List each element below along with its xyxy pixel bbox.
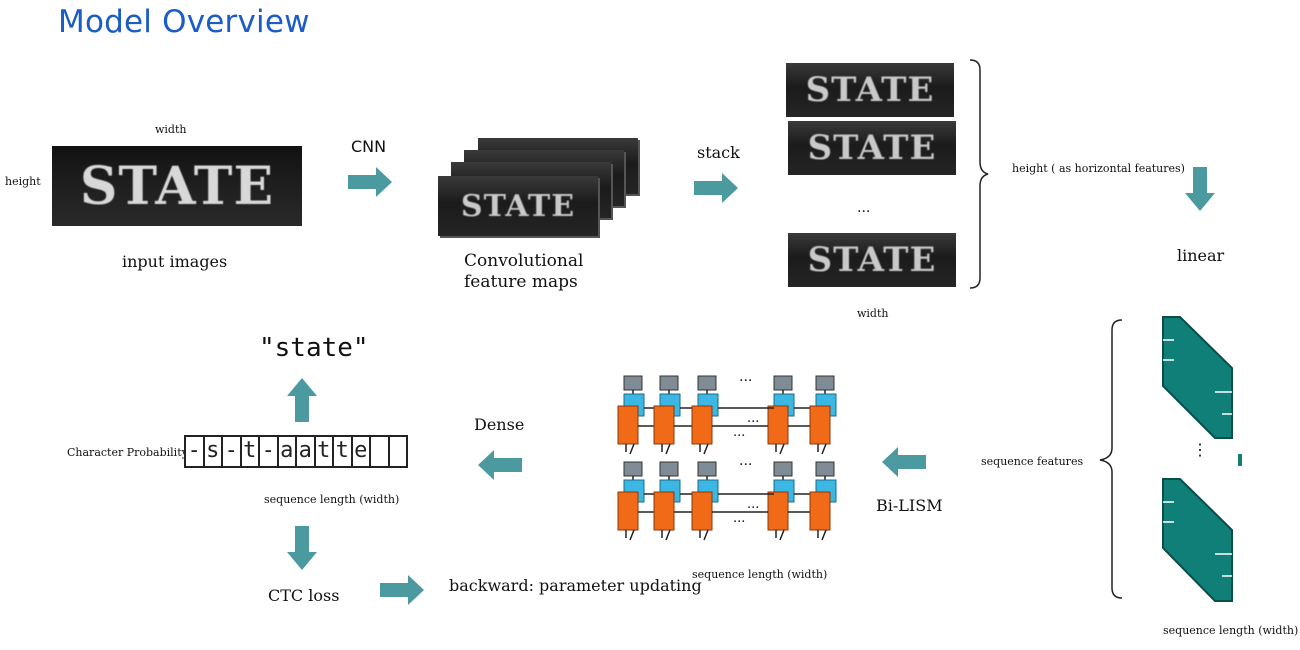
lstm-ellipsis: ... [747, 411, 759, 426]
prob-cell: a [276, 435, 297, 468]
prob-cell: - [258, 435, 279, 468]
sequence-length-label: sequence length (width) [1163, 624, 1299, 637]
prob-cell: - [184, 435, 205, 468]
input-width-label: width [155, 123, 187, 136]
dense-label: Dense [474, 415, 525, 434]
arrow-left-icon [882, 447, 926, 477]
lstm-forward-cell [653, 491, 675, 531]
lstm-forward-cell [767, 405, 789, 445]
lstm-output-node [815, 461, 835, 477]
lstm-forward-cell [767, 491, 789, 531]
stack-brace-label: height ( as horizontal features) [1012, 162, 1185, 175]
backward-label: backward: parameter updating [449, 576, 702, 595]
lstm-forward-cell [653, 405, 675, 445]
sequence-ellipsis: ⋮ [1192, 440, 1208, 459]
arrow-down-icon [287, 526, 317, 570]
lstm-forward-cell [809, 491, 831, 531]
prob-cell: t [239, 435, 260, 468]
lstm-forward-cell [691, 491, 713, 531]
bilstm-ellipsis-mid: ... [739, 453, 753, 469]
feature-map: STATE [438, 176, 598, 236]
stack-label: stack [697, 143, 740, 162]
lstm-forward-cell [809, 405, 831, 445]
lstm-forward-cell [617, 491, 639, 531]
lstm-output-node [697, 461, 717, 477]
lstm-forward-cell [617, 405, 639, 445]
stacked-row-1: STATE [786, 63, 954, 117]
linear-label: linear [1177, 246, 1225, 265]
right-brace-icon [969, 59, 989, 289]
prob-cell [387, 435, 408, 468]
prob-cell: - [221, 435, 242, 468]
prob-cell: e [350, 435, 371, 468]
ctc-loss-label: CTC loss [268, 586, 340, 605]
stacked-row-3: STATE [788, 233, 956, 287]
input-image-text: STATE [79, 155, 275, 217]
page-title: Model Overview [58, 4, 310, 40]
lstm-output-node [623, 461, 643, 477]
input-image: STATE [52, 146, 302, 226]
prob-cell: s [202, 435, 223, 468]
left-brace-icon [1099, 319, 1123, 599]
lstm-ellipsis: ... [733, 511, 745, 526]
arrow-right-icon [694, 173, 738, 203]
stacked-row-2: STATE [788, 121, 956, 175]
lstm-output-node [815, 375, 835, 391]
prob-cell [369, 435, 390, 468]
feature-maps-stack: STATE STATE STATE STATE [438, 138, 648, 248]
bilstm-label: Bi-LISM [876, 496, 943, 515]
bilstm-ellipsis-top: ... [739, 369, 753, 385]
input-caption: input images [122, 252, 228, 271]
stack-width-label: width [857, 307, 889, 320]
bilstm-network: ............ [617, 375, 837, 541]
arrow-up-icon [287, 378, 317, 422]
prob-cell: a [295, 435, 316, 468]
bilstm-length-label: sequence length (width) [692, 568, 828, 581]
sequence-features-graphic [1162, 316, 1242, 602]
lstm-output-node [623, 375, 643, 391]
lstm-output-node [659, 375, 679, 391]
prob-cell: t [332, 435, 353, 468]
lstm-output-node [773, 461, 793, 477]
output-length-label: sequence length (width) [264, 493, 400, 506]
arrow-right-icon [380, 575, 424, 605]
char-prob-label: Character Probability [67, 446, 188, 459]
arrow-left-icon [478, 450, 522, 480]
output-text: "state" [259, 333, 369, 363]
prob-cell: t [313, 435, 334, 468]
lstm-forward-cell [691, 405, 713, 445]
cnn-label: CNN [351, 137, 387, 156]
lstm-ellipsis: ... [747, 497, 759, 512]
sequence-features-label: sequence features [981, 455, 1084, 468]
lstm-ellipsis: ... [733, 425, 745, 440]
lstm-output-node [697, 375, 717, 391]
lstm-output-node [773, 375, 793, 391]
lstm-output-node [659, 461, 679, 477]
arrow-down-icon [1185, 167, 1215, 211]
input-height-label: height [5, 175, 41, 188]
feature-maps-caption: Convolutional feature maps [464, 251, 584, 292]
stack-ellipsis: ... [857, 200, 871, 216]
arrow-right-icon [348, 167, 392, 197]
